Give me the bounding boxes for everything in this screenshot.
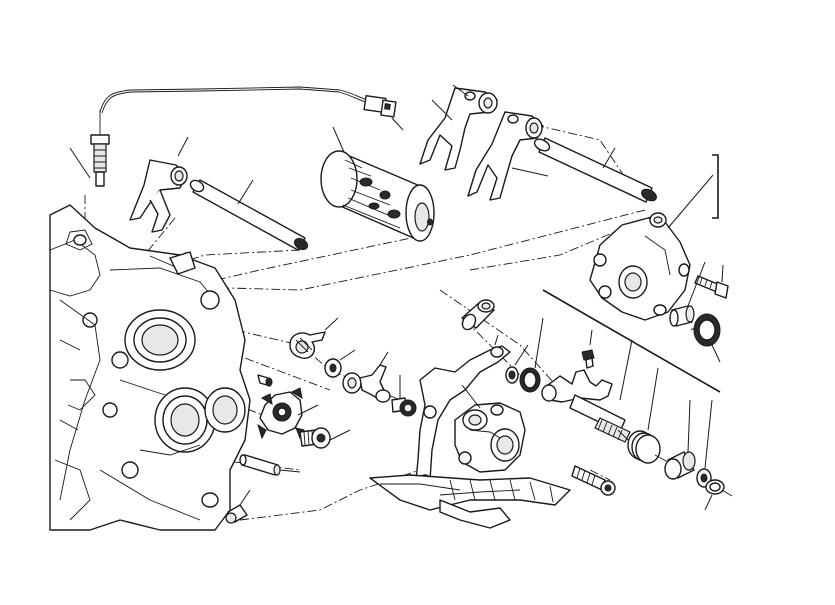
- oil-seal: [693, 313, 721, 363]
- shift-cover-housing: [589, 174, 714, 321]
- selector-fork-upper: [419, 84, 498, 171]
- sensor-wire: [99, 86, 369, 114]
- grease-nipple: [581, 329, 595, 369]
- bushing: [669, 261, 706, 327]
- selector-fork-left: [129, 136, 189, 233]
- selector-fork-middle: [467, 111, 549, 201]
- bushing-small: [225, 489, 251, 524]
- cover-bolt: [694, 264, 729, 299]
- neutral-switch-sensor: [69, 110, 110, 187]
- shift-shaft: [541, 339, 633, 443]
- detent-pin: [257, 374, 273, 387]
- spring-clip: [289, 317, 339, 359]
- shaft-bush: [505, 344, 529, 384]
- pedal-bushing: [461, 299, 495, 331]
- return-spring: [617, 367, 669, 464]
- shift-lever-assembly: [369, 384, 571, 529]
- washer: [324, 349, 356, 378]
- cover-group-bracket: [712, 154, 719, 219]
- gear-pedal-linkage: [414, 334, 511, 496]
- shaft-washer: [696, 399, 713, 488]
- spring-collar: [664, 399, 696, 480]
- cam-bolt: [299, 427, 351, 449]
- crankcase: [49, 204, 251, 531]
- dowel-pin: [239, 454, 301, 476]
- sensor-connector: [363, 94, 404, 131]
- lever-bolt: [391, 375, 417, 417]
- circlip: [704, 479, 733, 511]
- fork-shaft-left: [189, 179, 309, 251]
- shift-lever-arm: [342, 351, 391, 403]
- fork-shaft-right: [533, 137, 657, 203]
- pedal-bolt: [571, 465, 616, 496]
- gear-selector-drum: [320, 126, 435, 242]
- bearing-ring: [519, 317, 544, 393]
- star-cam: [257, 387, 319, 440]
